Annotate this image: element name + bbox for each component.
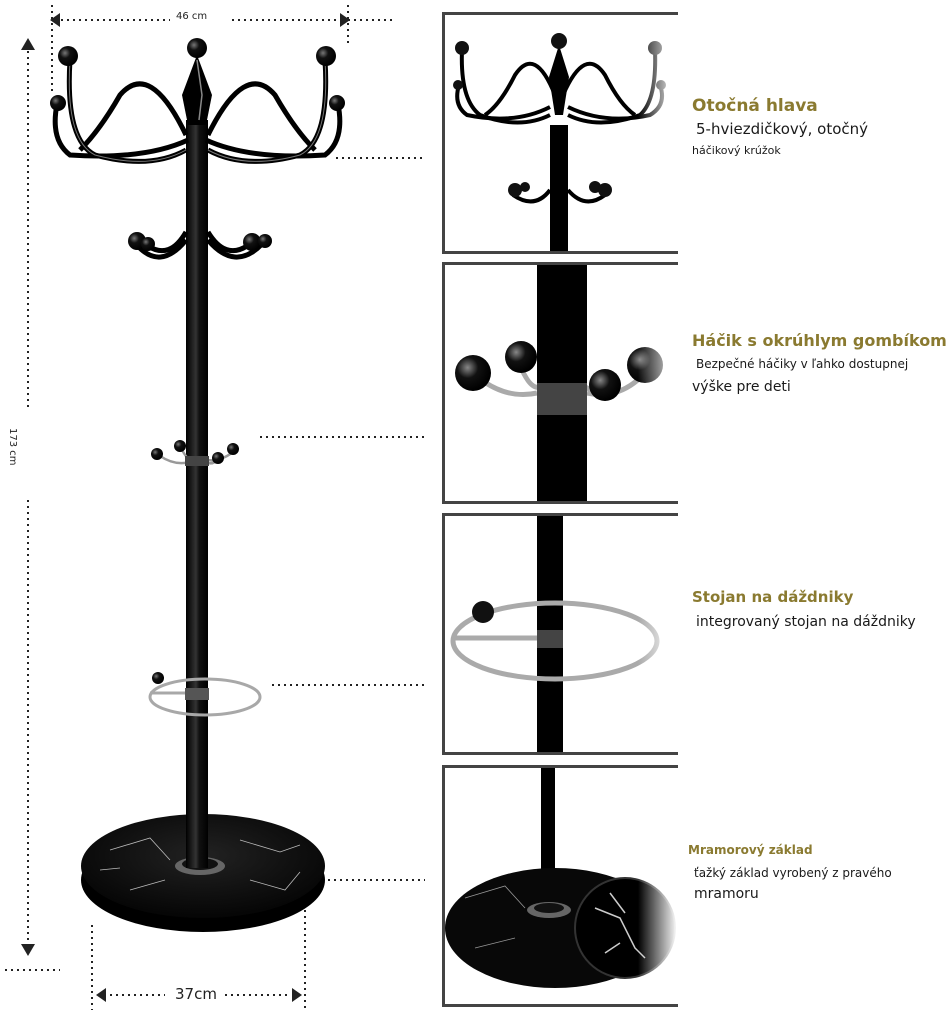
feature-title: Háčik s okrúhlym gombíkom xyxy=(692,331,947,350)
dimension-arrows xyxy=(21,13,350,1002)
coat-stand-illustration xyxy=(5,5,425,1010)
feature-desc: 5-hviezdičkový, otočný xyxy=(696,120,869,138)
umbrella-ring xyxy=(148,672,262,717)
feature-umbrella-stand: Stojan na dáždniky integrovaný stojan na… xyxy=(692,588,947,630)
feature-desc: výške pre deti xyxy=(692,379,791,395)
feature-desc: ťažký základ vyrobený z pravého xyxy=(694,866,892,880)
feature-desc: háčikový krúžok xyxy=(692,144,781,157)
lower-hook-balls xyxy=(128,232,272,251)
feature-round-knob-hook: Háčik s okrúhlym gombíkom Bezpečné háčik… xyxy=(692,331,947,395)
head-detail-image xyxy=(453,33,666,251)
detail-panel-umbrella xyxy=(442,513,678,755)
mid-hooks xyxy=(151,440,239,466)
top-hook-balls xyxy=(50,46,345,111)
top-finial xyxy=(182,38,212,125)
feature-title: Stojan na dáždniky xyxy=(692,588,854,606)
feature-desc: integrovaný stojan na dáždniky xyxy=(696,614,916,630)
width-top-label: 46 cm xyxy=(176,11,208,22)
detail-panel-head xyxy=(442,12,678,254)
feature-desc: Bezpečné háčiky v ľahko dostupnej xyxy=(696,357,909,371)
height-label: 173 cm xyxy=(7,428,18,466)
knob-detail-image xyxy=(455,265,663,501)
feature-title: Mramorový základ xyxy=(688,843,813,857)
detail-panel-base xyxy=(442,765,678,1007)
feature-title: Otočná hlava xyxy=(692,96,818,116)
feature-marble-base: Mramorový základ ťažký základ vyrobený z… xyxy=(688,843,947,902)
dimension-lines xyxy=(5,5,425,1010)
detail-panel-knob xyxy=(442,262,678,504)
base-width-label: 37cm xyxy=(175,985,217,1003)
feature-swivel-head: Otočná hlava 5-hviezdičkový, otočný háči… xyxy=(692,96,947,157)
feature-desc: mramoru xyxy=(694,886,759,902)
top-hooks-chrome xyxy=(68,59,327,162)
pole xyxy=(186,120,208,868)
